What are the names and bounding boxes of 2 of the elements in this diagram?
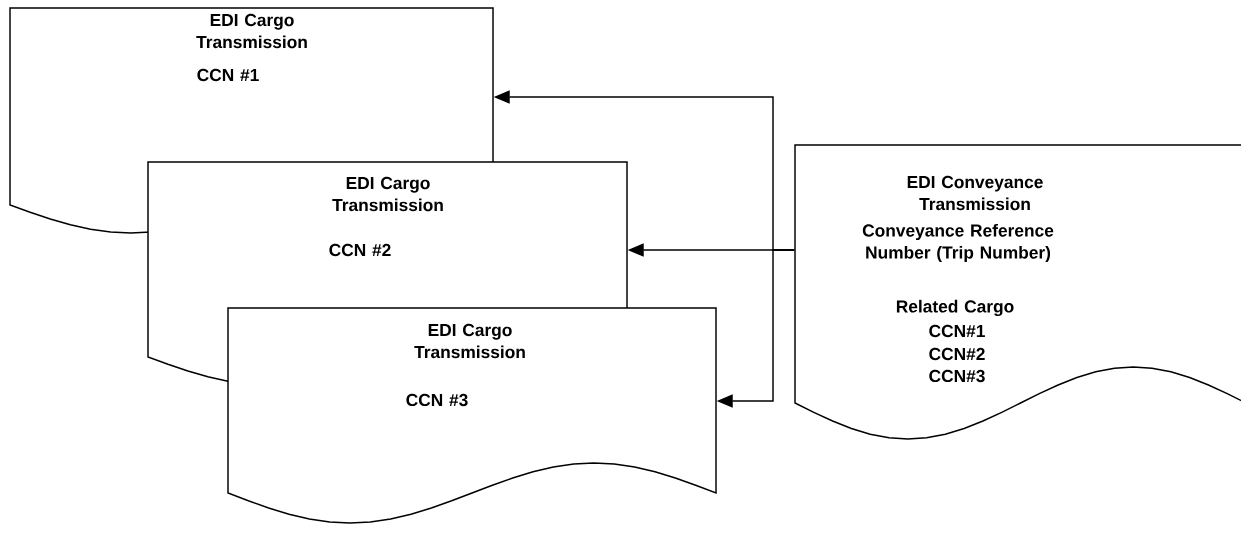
node-label: EDI Cargo Transmission xyxy=(414,323,525,359)
node-label: CCN #3 xyxy=(406,393,468,407)
